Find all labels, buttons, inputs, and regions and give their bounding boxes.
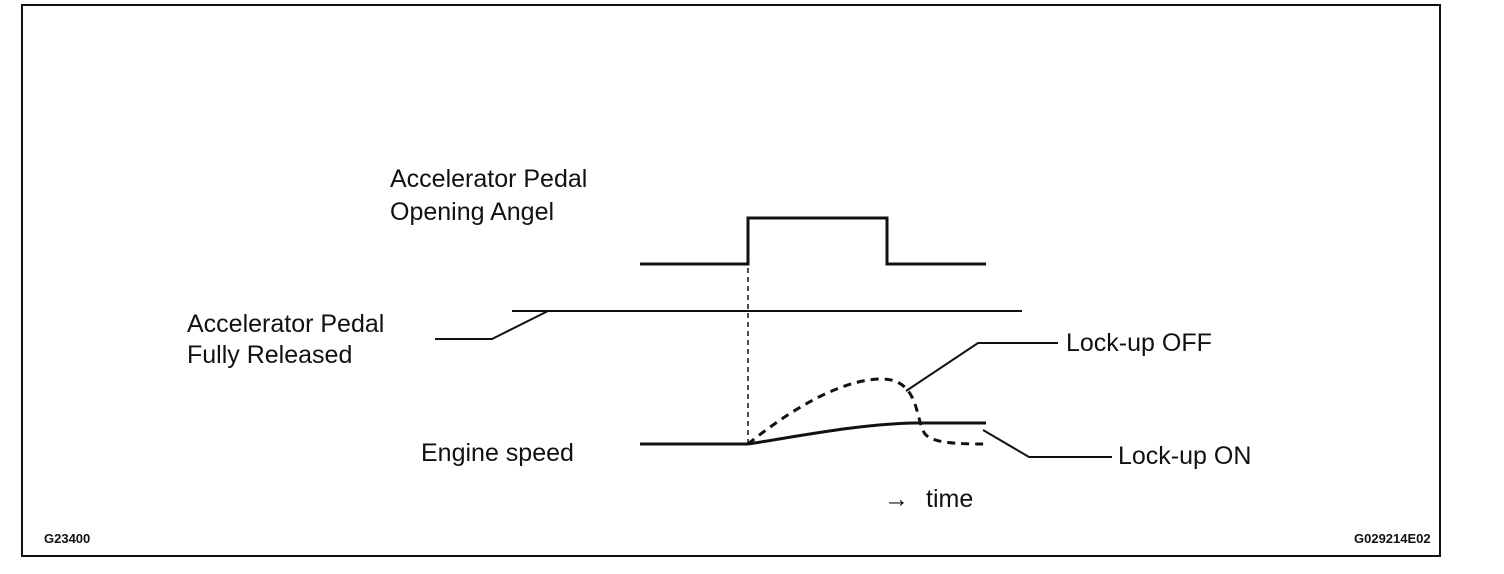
label-pedal-released-line2: Fully Released [187,341,353,369]
label-pedal-angle-line2: Opening Angel [390,198,555,226]
diagram-frame [21,4,1441,557]
label-lockup-on: Lock-up ON [1118,442,1252,470]
pedal-released-leader [435,310,549,340]
lockup-off-leader [905,342,1058,392]
figure-code-right: G029214E02 [1354,531,1431,546]
pedal-angle-waveform [640,216,986,266]
figure-code-left: G23400 [44,531,91,546]
lockup-on-leader [982,429,1112,458]
label-pedal-angle-line1: Accelerator Pedal [390,165,588,193]
lockup-on-curve [747,421,986,446]
lockup-off-curve [747,377,987,446]
label-time: time [926,485,974,513]
label-pedal-released-line1: Accelerator Pedal [187,310,385,338]
label-lockup-off: Lock-up OFF [1066,329,1212,357]
label-engine-speed: Engine speed [421,439,574,467]
arrow-right-icon: → [884,485,909,513]
